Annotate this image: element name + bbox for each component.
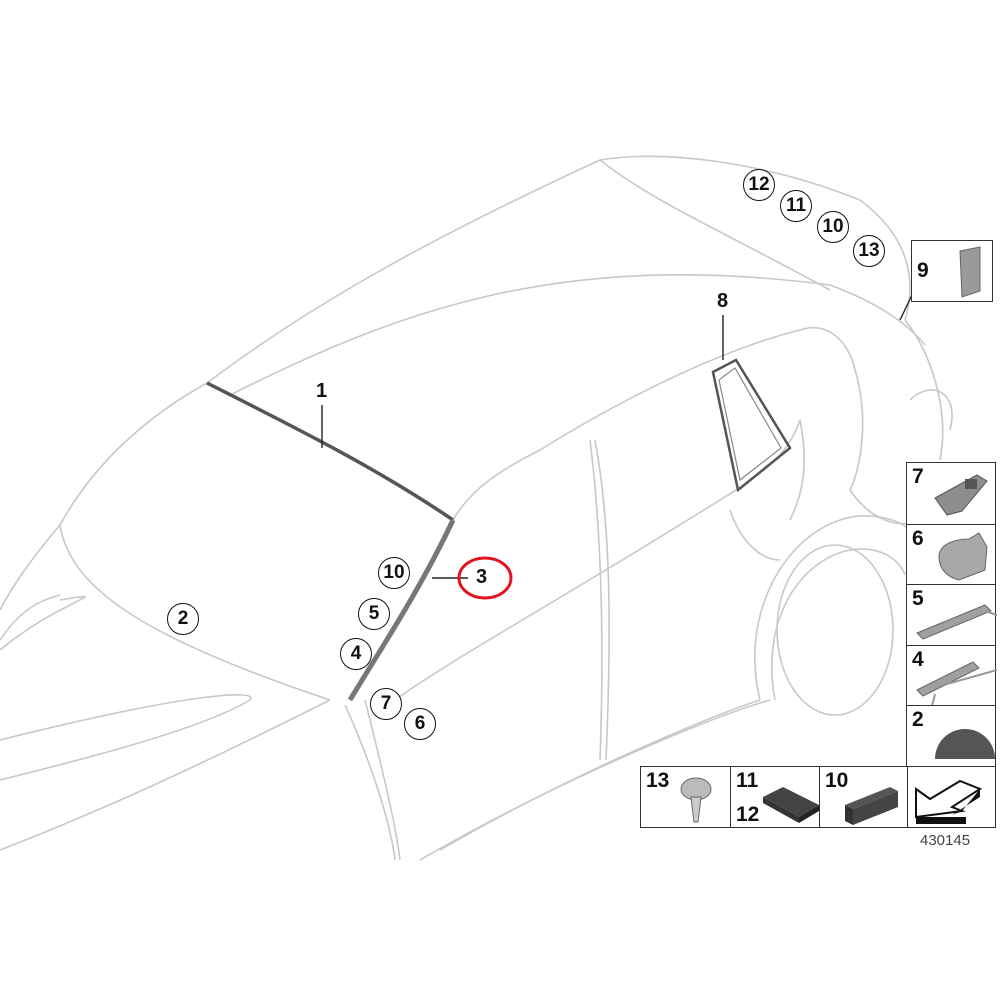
- arrow-icon: [915, 779, 983, 824]
- highlight-ring: [457, 556, 513, 600]
- callout-10-pillar: 10: [378, 557, 410, 589]
- part-10-cell: 10: [819, 766, 908, 828]
- part-7-cell: 7: [906, 462, 996, 525]
- screw-part-13-icon: [680, 777, 712, 823]
- part-11-12-cell: 11 12: [730, 766, 820, 828]
- direction-arrow-cell: [907, 766, 996, 828]
- part-6-cell: 6: [906, 524, 996, 585]
- label-8: 8: [717, 290, 729, 312]
- callout-12: 12: [743, 169, 775, 201]
- seal-part-4-icon: [916, 661, 997, 707]
- part-4-number: 4: [912, 648, 924, 671]
- part-2-cell: 2: [906, 705, 996, 767]
- part-9-icon: [959, 246, 981, 298]
- rear-window-triangle: [711, 358, 792, 493]
- a-pillar-trim: [347, 518, 456, 702]
- callout-6: 6: [404, 708, 436, 740]
- clip-part-7-icon: [934, 474, 988, 516]
- callout-10: 10: [817, 211, 849, 243]
- part-11-number: 11: [736, 769, 759, 792]
- part-9-label: 9: [917, 259, 929, 282]
- part-12-number: 12: [736, 803, 760, 826]
- part-4-cell: 4: [906, 645, 997, 707]
- label-3: 3: [476, 566, 488, 588]
- dome-part-2-icon: [935, 729, 995, 759]
- part-9-box: 9: [911, 240, 993, 302]
- callout-13: 13: [853, 235, 885, 267]
- callout-7: 7: [370, 688, 402, 720]
- callout-4: 4: [340, 638, 372, 670]
- part-2-number: 2: [912, 708, 924, 731]
- callout-2: 2: [167, 603, 199, 635]
- part-13-number: 13: [646, 769, 670, 792]
- label-1: 1: [316, 380, 328, 402]
- windshield-upper-molding: [206, 381, 454, 522]
- part-6-number: 6: [912, 527, 924, 550]
- part-5-cell: 5: [906, 584, 997, 646]
- seal-part-5-icon: [916, 604, 997, 640]
- part-7-number: 7: [912, 465, 924, 488]
- part-10-number: 10: [825, 769, 849, 792]
- pad-part-11-12-icon: [763, 787, 819, 823]
- callout-11: 11: [780, 190, 812, 222]
- part-13-cell: 13: [640, 766, 731, 828]
- block-part-10-icon: [845, 787, 898, 825]
- part-5-number: 5: [912, 587, 924, 610]
- cap-part-6-icon: [938, 532, 988, 581]
- callout-5: 5: [358, 598, 390, 630]
- diagram-reference-number: 430145: [920, 832, 971, 849]
